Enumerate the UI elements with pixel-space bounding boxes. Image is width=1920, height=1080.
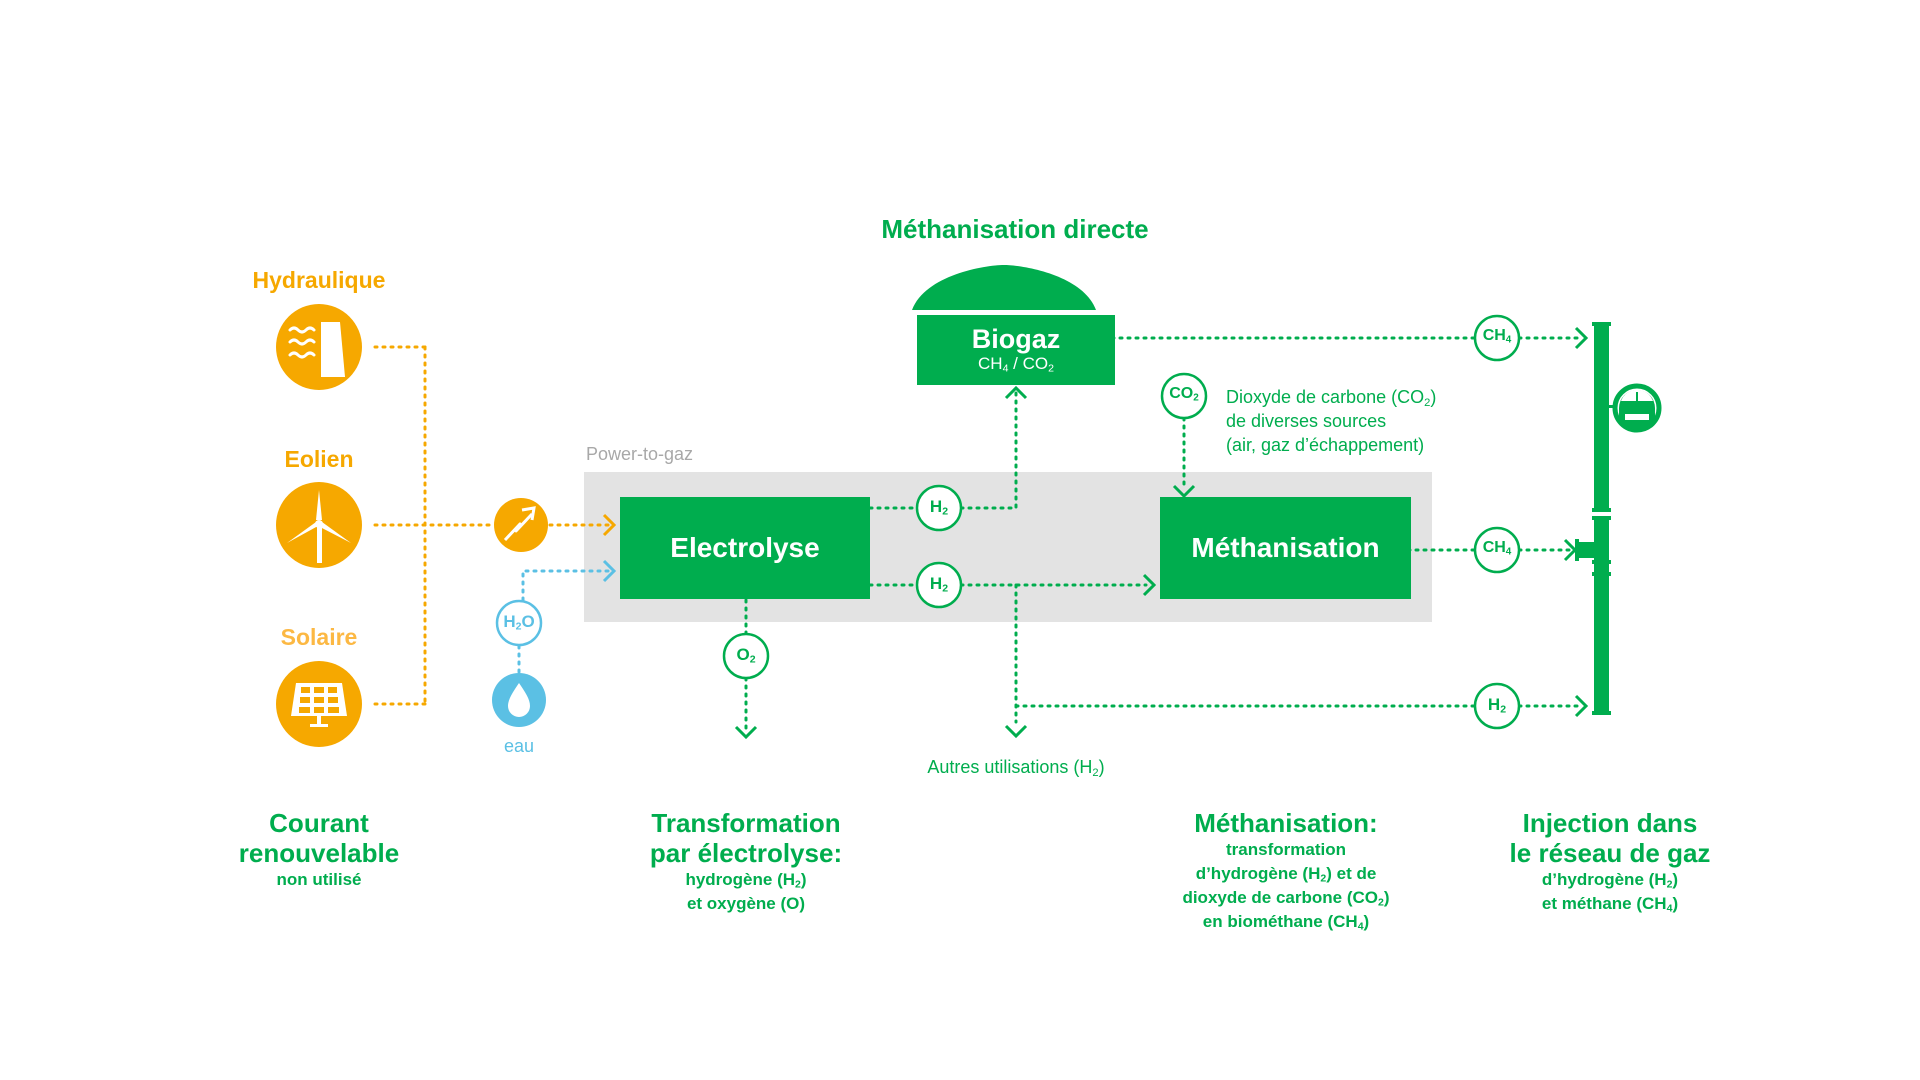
caption-grid-heading-1: Injection dans (1522, 808, 1698, 838)
arrow-h2-to-grid (1574, 694, 1589, 718)
biogaz-dome (912, 265, 1096, 310)
connector-h2-to-biogaz-b (959, 390, 1018, 510)
caption-renewable-heading-1: Courant (269, 808, 369, 838)
other-uses-label: Autres utilisations (H2) (927, 757, 1105, 779)
caption-electrolysis-heading-2: par électrolyse: (649, 838, 843, 868)
water-drop-icon (492, 673, 546, 727)
h2-label-top: H2 (929, 497, 949, 518)
ch4-label-top: CH4 (1482, 327, 1512, 346)
h2-label-bottom: H2 (929, 574, 949, 595)
molecule-circles (722, 314, 1521, 730)
connector-water-up (521, 569, 614, 602)
gas-connectors (744, 336, 1582, 734)
h2-circle-bottom (915, 561, 963, 609)
h2o-label: H2O (503, 612, 535, 633)
arrow-biogaz-to-grid (1574, 326, 1589, 350)
caption-renewable-power: Courant renouvelable non utilisé (169, 808, 469, 892)
caption-grid-heading-2: le réseau de gaz (1509, 838, 1711, 868)
arrow-other-uses (1004, 724, 1028, 739)
arrow-o2-out (734, 725, 758, 740)
arrow-co2-into-methanisation (1172, 484, 1196, 499)
co2-label: CO2 (1169, 385, 1199, 404)
arrow-water-in (602, 559, 617, 583)
ch4-circle-middle (1473, 526, 1521, 574)
biogaz-formula: CH4 / CO2 (978, 354, 1054, 375)
ch4-circle-top (1473, 314, 1521, 362)
co2-source-note: Dioxyde de carbone (CO2) de diverses sou… (1226, 385, 1436, 457)
h2-circle-grid (1473, 682, 1521, 730)
gas-arrows (734, 326, 1589, 740)
renewable-connectors (373, 345, 614, 706)
water-label: eau (503, 736, 535, 756)
caption-grid-injection: Injection dans le réseau de gaz d’hydrog… (1460, 808, 1760, 916)
source-label-eolien: Eolien (284, 446, 354, 472)
caption-methanation-line-4: en biométhane (CH4) (1202, 912, 1370, 933)
arrow-into-biogaz (1004, 385, 1028, 400)
caption-methanation: Méthanisation: transformation d’hydrogèn… (1136, 808, 1436, 934)
co2-note-line2: de diverses sources (1226, 411, 1387, 431)
biogaz-label: Biogaz (971, 324, 1061, 354)
arrow-power-in (602, 513, 617, 537)
co2-note-line3: (air, gaz d’échappement) (1226, 435, 1425, 455)
h2-circle-top (915, 484, 963, 532)
diagram-title: Méthanisation directe (881, 214, 1149, 244)
h2-label-grid: H2 (1487, 695, 1507, 716)
electrolyse-box: Electrolyse (620, 497, 870, 599)
caption-grid-line-2: et méthane (CH4) (1541, 894, 1679, 915)
wind-turbine-icon (276, 482, 362, 568)
methanisation-box: Méthanisation (1160, 497, 1411, 599)
caption-grid-line-1: d’hydrogène (H2) (1541, 870, 1679, 891)
electricity-bolt-icon (494, 498, 548, 552)
o2-circle (722, 632, 770, 680)
co2-circle (1160, 372, 1208, 420)
solar-panel-icon (276, 661, 362, 747)
o2-label: O2 (736, 645, 756, 666)
pressure-gauge-icon (1609, 383, 1662, 433)
caption-methanation-line-2: d’hydrogène (H2) et de (1195, 864, 1377, 885)
source-label-solaire: Solaire (280, 624, 358, 650)
caption-methanation-line-3: dioxyde de carbone (CO2) (1182, 888, 1390, 909)
ch4-label-middle: CH4 (1482, 539, 1512, 558)
biogaz-box: Biogaz CH4 / CO2 (917, 315, 1115, 385)
water-connectors (517, 569, 614, 674)
caption-electrolysis: Transformation par électrolyse: hydrogèn… (596, 808, 896, 916)
caption-electrolysis-heading-1: Transformation (651, 808, 841, 838)
caption-methanation-heading: Méthanisation: (1194, 808, 1378, 838)
arrow-into-methanisation-left (1142, 573, 1157, 597)
caption-renewable-sub: non utilisé (276, 870, 362, 889)
power-to-gas-label: Power-to-gaz (586, 444, 694, 464)
h2o-circle (495, 599, 543, 647)
hydro-dam-icon (276, 304, 362, 390)
caption-electrolysis-sub-1: hydrogène (H2) (685, 870, 807, 891)
source-label-hydraulique: Hydraulique (252, 267, 386, 293)
caption-renewable-heading-2: renouvelable (238, 838, 400, 868)
methanisation-label: Méthanisation (1191, 532, 1380, 563)
caption-methanation-line-1: transformation (1226, 840, 1346, 859)
electrolyse-label: Electrolyse (670, 532, 820, 563)
caption-electrolysis-sub-2: et oxygène (O) (686, 894, 806, 913)
co2-note-line1: Dioxyde de carbone (CO2) (1226, 387, 1437, 409)
gas-pipe-icon (1575, 322, 1611, 715)
